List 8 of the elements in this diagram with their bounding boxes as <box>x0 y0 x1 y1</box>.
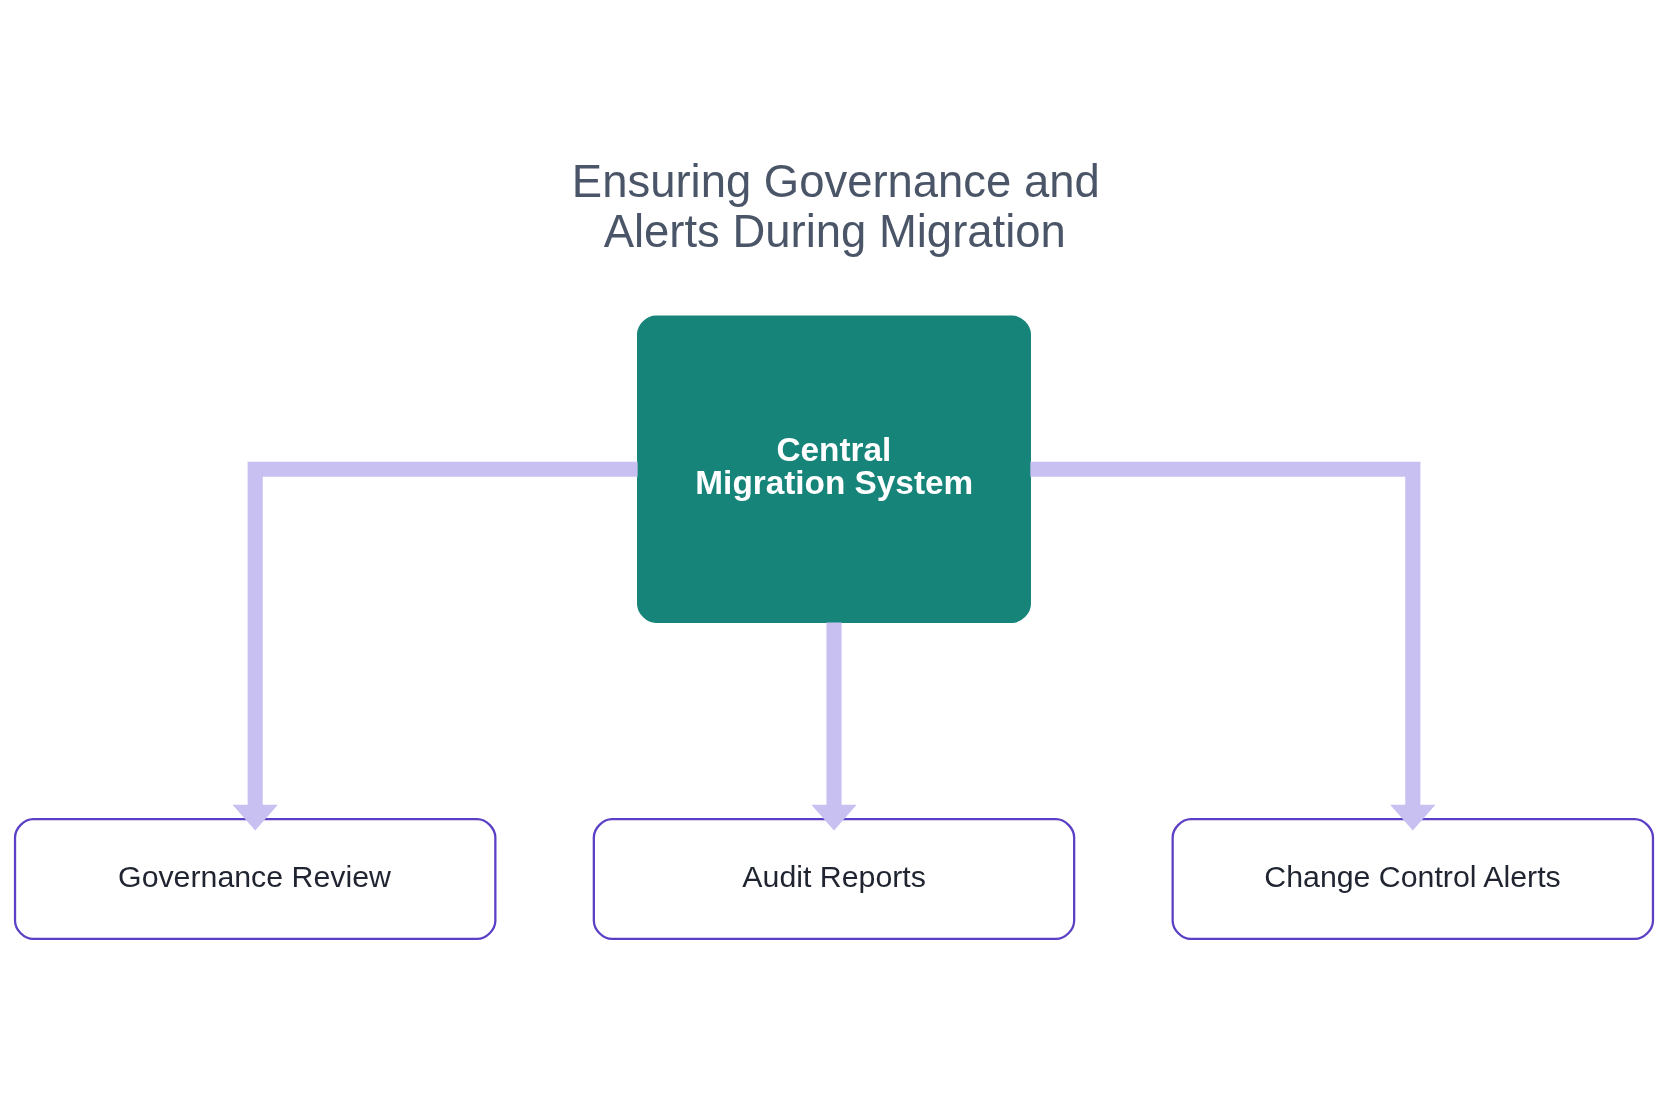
diagram-title: Ensuring Governance and Alerts During Migration <box>571 155 1100 257</box>
arrow <box>1030 461 1436 831</box>
node-box: Governance Review <box>13 818 497 941</box>
node-box: Central Migration System <box>637 315 1031 623</box>
arrow <box>811 622 857 831</box>
node-box: Change Control Alerts <box>1171 818 1655 941</box>
arrow <box>232 461 638 831</box>
node-box: Audit Reports <box>592 818 1076 941</box>
